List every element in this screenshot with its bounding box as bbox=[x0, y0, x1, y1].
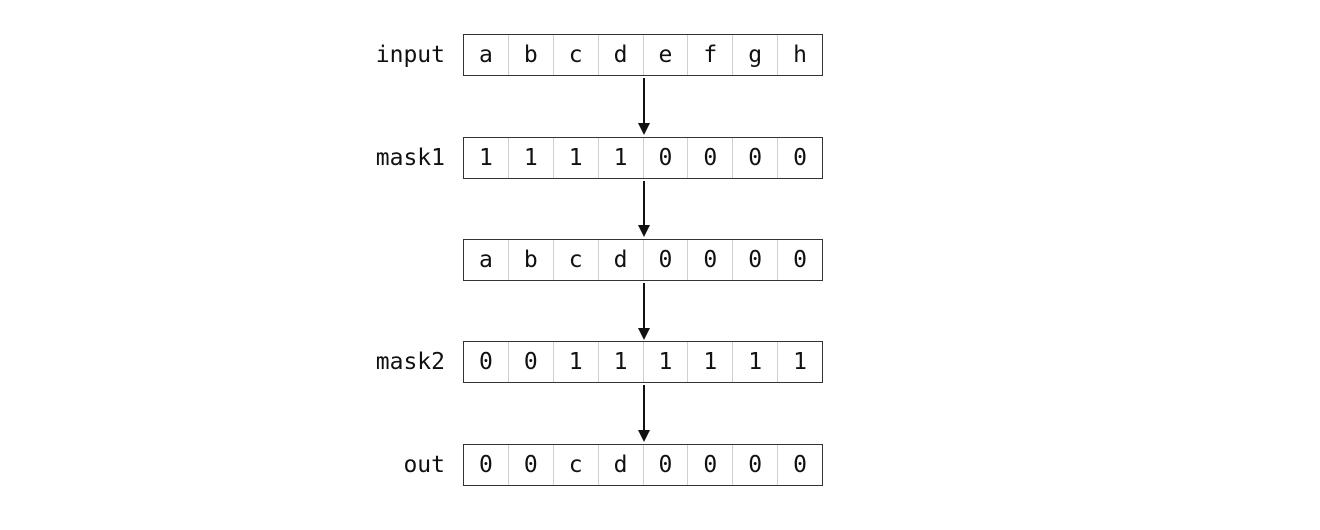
row-label-out: out bbox=[403, 452, 445, 478]
cell-array-input: a b c d e f g h bbox=[463, 34, 823, 76]
row-out: out 0 0 c d 0 0 0 0 bbox=[0, 444, 1320, 486]
cell: 0 bbox=[732, 240, 777, 280]
cell: e bbox=[642, 35, 688, 75]
arrow-down-icon bbox=[638, 181, 650, 237]
cell: 0 bbox=[732, 445, 777, 485]
arrow-down-icon bbox=[638, 78, 650, 135]
cell: 1 bbox=[552, 342, 598, 382]
cell: 1 bbox=[597, 342, 643, 382]
row-label-mask2: mask2 bbox=[375, 349, 445, 375]
row-label-mask1: mask1 bbox=[375, 145, 445, 171]
cell: 0 bbox=[732, 138, 777, 178]
cell: f bbox=[687, 35, 732, 75]
cell: 0 bbox=[687, 445, 732, 485]
cell: 0 bbox=[642, 445, 688, 485]
cell: a bbox=[479, 247, 493, 273]
cell: c bbox=[552, 240, 598, 280]
cell: 0 bbox=[507, 445, 553, 485]
row-mask2: mask2 0 0 1 1 1 1 1 1 bbox=[0, 341, 1320, 383]
cell-array-intermediate: a b c d 0 0 0 0 bbox=[463, 239, 823, 281]
cell: c bbox=[552, 35, 598, 75]
cell: h bbox=[777, 35, 822, 75]
cell: 0 bbox=[777, 240, 822, 280]
cell: 0 bbox=[687, 138, 732, 178]
cell: 1 bbox=[597, 138, 643, 178]
cell: b bbox=[507, 240, 553, 280]
cell: 1 bbox=[732, 342, 777, 382]
cell: 0 bbox=[507, 342, 553, 382]
cell: g bbox=[732, 35, 777, 75]
cell: 1 bbox=[687, 342, 732, 382]
cell: 0 bbox=[642, 240, 688, 280]
cell-array-mask1: 1 1 1 1 0 0 0 0 bbox=[463, 137, 823, 179]
cell-array-out: 0 0 c d 0 0 0 0 bbox=[463, 444, 823, 486]
cell: 0 bbox=[777, 445, 822, 485]
cell-array-mask2: 0 0 1 1 1 1 1 1 bbox=[463, 341, 823, 383]
cell: 0 bbox=[777, 138, 822, 178]
cell: c bbox=[552, 445, 598, 485]
arrow-down-icon bbox=[638, 283, 650, 340]
arrow-down-icon bbox=[638, 385, 650, 442]
cell: 1 bbox=[642, 342, 688, 382]
row-mask1: mask1 1 1 1 1 0 0 0 0 bbox=[0, 137, 1320, 179]
cell: 0 bbox=[642, 138, 688, 178]
cell: 0 bbox=[479, 349, 493, 375]
cell: 0 bbox=[479, 452, 493, 478]
cell: a bbox=[479, 42, 493, 68]
cell: 1 bbox=[479, 145, 493, 171]
row-input: input a b c d e f g h bbox=[0, 34, 1320, 76]
cell: 0 bbox=[687, 240, 732, 280]
cell: d bbox=[597, 35, 643, 75]
cell: d bbox=[597, 240, 643, 280]
cell: 1 bbox=[507, 138, 553, 178]
cell: 1 bbox=[552, 138, 598, 178]
cell: 1 bbox=[777, 342, 822, 382]
row-intermediate: a b c d 0 0 0 0 bbox=[0, 239, 1320, 281]
cell: b bbox=[507, 35, 553, 75]
row-label-input: input bbox=[375, 42, 445, 68]
cell: d bbox=[597, 445, 643, 485]
